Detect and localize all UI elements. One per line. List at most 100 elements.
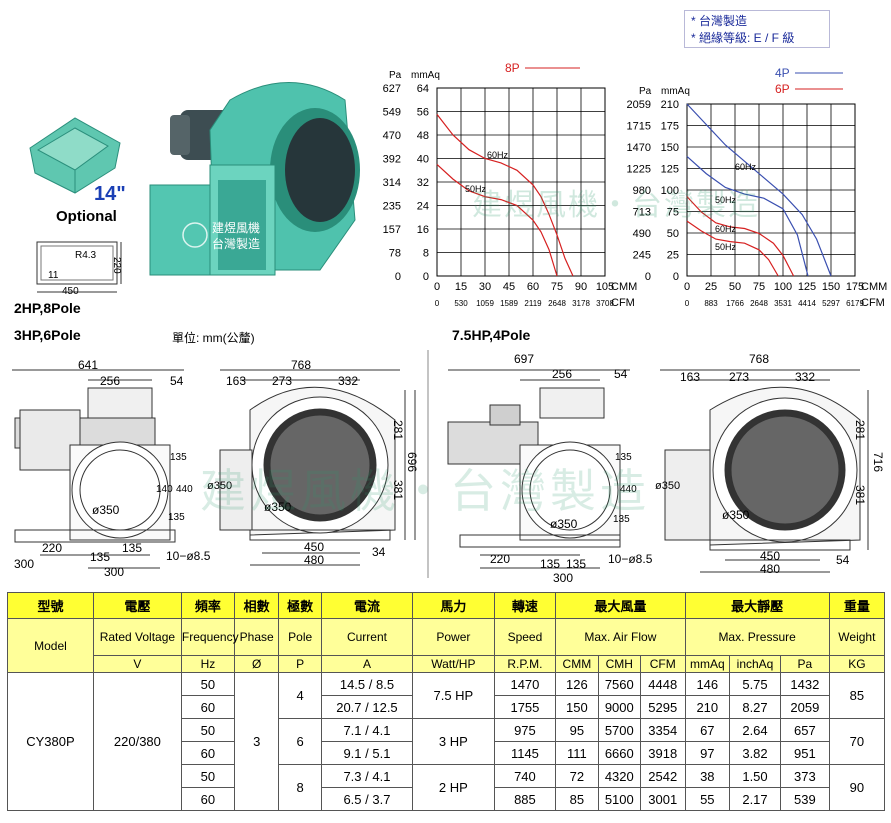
- optional-size: 14": [94, 183, 126, 205]
- cell-power: 3 HP: [412, 718, 495, 765]
- y1-tick-label: 1225: [627, 164, 651, 176]
- y2-axis-label: mmAq: [411, 70, 440, 81]
- note-made-in-taiwan: * 台灣製造: [691, 14, 748, 28]
- cell-hz: 50: [180, 764, 235, 788]
- cell-hz: 60: [180, 787, 235, 811]
- y2-tick-label: 48: [417, 130, 429, 142]
- y2-tick-label: 150: [661, 142, 679, 154]
- unit-rpm: R.P.M.: [493, 655, 557, 673]
- x2-tick-label: 3708: [596, 299, 614, 308]
- x-tick-label: 105: [596, 281, 614, 293]
- cell-cfm: 3354: [640, 718, 686, 742]
- x2-tick-label: 3531: [774, 299, 792, 308]
- th-model-zh: 型號: [7, 592, 94, 619]
- th-airflow: Max. Air Flow: [555, 618, 686, 656]
- x-tick-label: 90: [575, 281, 587, 293]
- cell-cmm: 126: [555, 672, 599, 696]
- unit-hz: Hz: [180, 655, 235, 673]
- dim-r-54b: 54: [836, 553, 850, 567]
- dim-350-b: ø350: [207, 480, 233, 492]
- cell-rpm: 740: [493, 764, 557, 788]
- y1-tick-label: 78: [389, 248, 401, 260]
- dim-r-163: 163: [680, 370, 701, 384]
- y2-tick-label: 125: [661, 164, 679, 176]
- y1-tick-label: 627: [383, 83, 401, 95]
- annot-4p-60hz: 60Hz: [735, 162, 757, 172]
- cell-hz: 50: [180, 718, 235, 742]
- x-tick-label: 125: [798, 281, 816, 293]
- cell-cmm: 95: [555, 718, 599, 742]
- cell-hz: 50: [180, 672, 235, 696]
- th-speed: Speed: [493, 618, 557, 656]
- unit-phase: Ø: [233, 655, 280, 673]
- unit-watt: Watt/HP: [412, 655, 495, 673]
- cell-phase: 3: [233, 672, 280, 811]
- dim-350-a: ø350: [92, 503, 120, 517]
- th-airflow-zh: 最大風量: [555, 592, 686, 619]
- y2-tick-label: 25: [667, 250, 679, 262]
- th-current-zh: 電流: [320, 592, 414, 619]
- y1-tick-label: 392: [383, 154, 401, 166]
- cell-cmh: 6660: [597, 741, 642, 765]
- photo-made-text: 台灣製造: [212, 236, 260, 251]
- dim-r-54: 54: [614, 367, 628, 381]
- y1-tick-label: 0: [395, 271, 401, 283]
- x2-tick-label: 6179: [846, 299, 864, 308]
- cell-current: 14.5 / 8.5: [320, 672, 414, 696]
- th-weight-zh: 重量: [828, 592, 886, 619]
- x-tick-label: 0: [434, 281, 440, 293]
- cell-cmh: 5100: [597, 787, 642, 811]
- th-pole-zh: 極數: [278, 592, 322, 619]
- y2-tick-label: 175: [661, 121, 679, 133]
- x-tick-label: 75: [551, 281, 563, 293]
- cell-weight: 70: [828, 718, 886, 765]
- x-tick-label: 50: [729, 281, 741, 293]
- x2-tick-label: 883: [704, 299, 718, 308]
- dim-r-135-a: 135: [615, 452, 632, 463]
- legend-4p: 4P: [775, 66, 790, 80]
- x-unit-label: CMM: [861, 281, 887, 293]
- annot-4p-50hz: 50Hz: [715, 195, 737, 205]
- chart-4p-6p: 0025883501766752648100353112544141505297…: [627, 66, 887, 309]
- flange-w: 450: [62, 286, 79, 297]
- th-weight: Weight: [828, 618, 886, 656]
- cell-rpm: 1755: [493, 695, 557, 719]
- annot-6p-60hz: 60Hz: [715, 224, 737, 234]
- cell-cmm: 111: [555, 741, 599, 765]
- spec-table: 型號 電壓 頻率 相數 極數 電流 馬力 轉速 最大風量 最大靜壓 重量 Mod…: [7, 592, 886, 811]
- series-line: [686, 220, 779, 277]
- dim-r-hole: 10−ø8.5: [608, 552, 653, 566]
- y2-axis-label: mmAq: [661, 86, 690, 97]
- dim-696: 696: [405, 452, 419, 473]
- dim-r-450: 450: [760, 549, 781, 563]
- unit-label: 單位: mm(公釐): [172, 331, 255, 345]
- dim-r-135-c: 135: [540, 557, 561, 571]
- y2-tick-label: 50: [667, 228, 679, 240]
- dim-135-a: 135: [170, 452, 187, 463]
- unit-cfm: CFM: [640, 655, 686, 673]
- y2-tick-label: 56: [417, 107, 429, 119]
- unit-kg: KG: [828, 655, 886, 673]
- notes-box: * 台灣製造 * 絕緣等級: E / F 級: [684, 10, 830, 48]
- annot-60hz: 60Hz: [487, 150, 509, 160]
- x-tick-label: 15: [455, 281, 467, 293]
- cell-pole: 8: [278, 764, 322, 811]
- table-header-en: Model Rated Voltage Frequency Phase Pole…: [7, 618, 886, 673]
- y2-tick-label: 0: [423, 271, 429, 283]
- y2-tick-label: 64: [417, 83, 429, 95]
- unit-mmaq: mmAq: [684, 655, 731, 673]
- cell-inchaq: 8.27: [729, 695, 781, 719]
- x2-tick-label: 1766: [726, 299, 744, 308]
- y2-tick-label: 16: [417, 224, 429, 236]
- cell-cfm: 2542: [640, 764, 686, 788]
- dim-135-c: 135: [90, 550, 111, 564]
- y2-tick-label: 8: [423, 248, 429, 260]
- cell-cfm: 3918: [640, 741, 686, 765]
- dim-768: 768: [291, 358, 312, 372]
- cell-cmm: 150: [555, 695, 599, 719]
- series-line: [686, 103, 832, 277]
- table-header-units: V Hz Ø P A Watt/HP R.P.M. CMM CMH CFM mm…: [8, 655, 886, 673]
- cell-current: 7.1 / 4.1: [320, 718, 414, 742]
- flange-sketch: [36, 241, 122, 293]
